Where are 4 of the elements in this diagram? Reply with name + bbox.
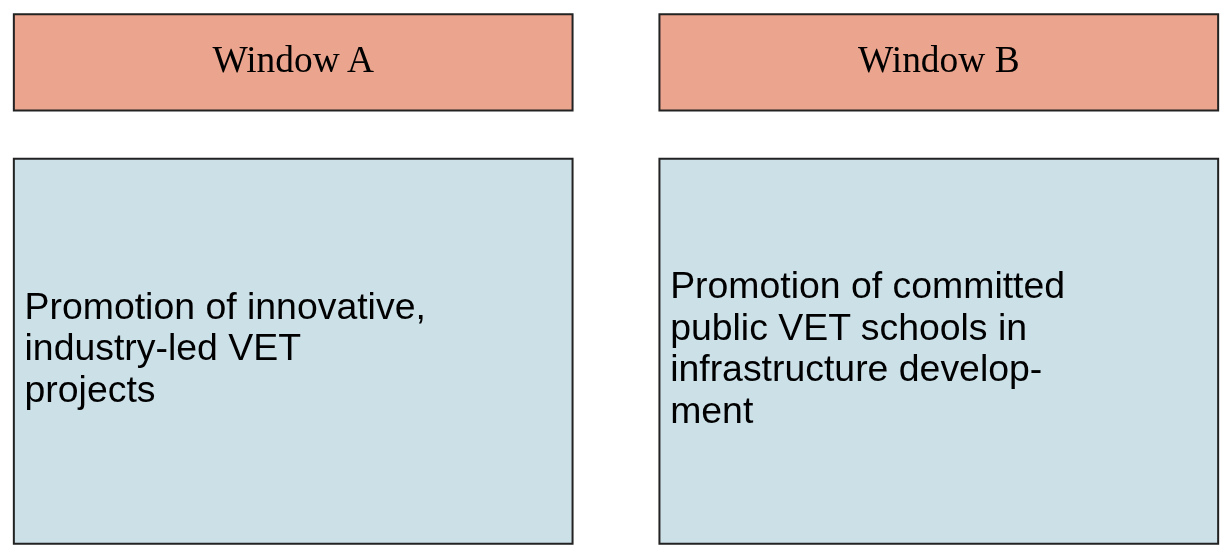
node-box: Window A	[12, 13, 574, 112]
node-box: Window B	[658, 13, 1220, 112]
node-box: Promotion of innovative, industry-led VET projects	[12, 157, 574, 545]
node-box: Promotion of committed public VET schools in infrastructure develop- ment	[658, 157, 1220, 545]
